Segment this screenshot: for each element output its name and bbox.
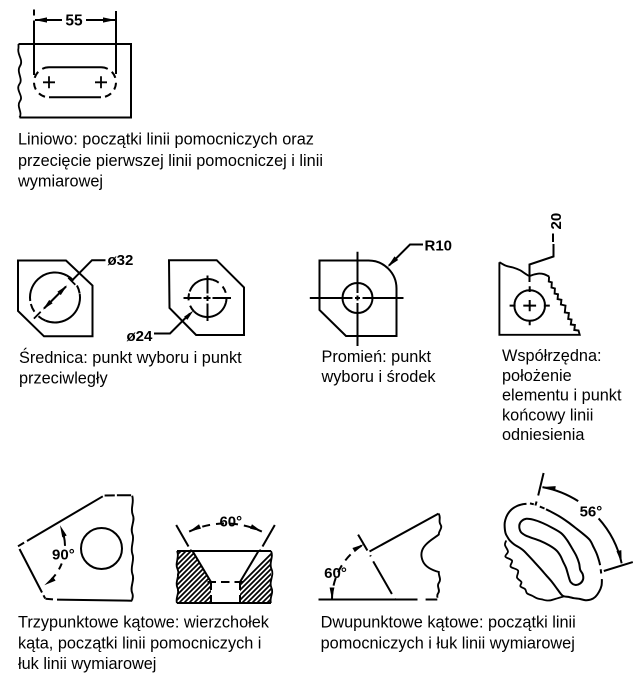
- svg-text:elementu i punkt: elementu i punkt: [502, 387, 622, 405]
- svg-text:ø32: ø32: [108, 252, 134, 269]
- svg-text:przeciwległy: przeciwległy: [19, 370, 109, 388]
- svg-text:Współrzędna:: Współrzędna:: [502, 347, 602, 365]
- svg-text:położenie: położenie: [502, 367, 572, 385]
- svg-text:ø24: ø24: [127, 328, 154, 345]
- svg-text:60°: 60°: [324, 565, 347, 582]
- svg-text:łuk linii wymiarowej: łuk linii wymiarowej: [18, 655, 156, 673]
- svg-text:wymiarowej: wymiarowej: [17, 173, 103, 191]
- svg-text:20: 20: [548, 213, 565, 230]
- svg-text:przecięcie pierwszej linii pom: przecięcie pierwszej linii pomocniczej i…: [18, 152, 323, 170]
- svg-text:Dwupunktowe kątowe: początki l: Dwupunktowe kątowe: początki linii: [321, 613, 576, 631]
- svg-text:60°: 60°: [219, 513, 242, 530]
- svg-text:55: 55: [65, 12, 83, 29]
- svg-text:56°: 56°: [580, 504, 603, 521]
- svg-text:kąta, początki linii pomocnicz: kąta, początki linii pomocniczych i: [18, 634, 261, 652]
- svg-text:90°: 90°: [52, 546, 75, 563]
- svg-text:wyboru i środek: wyboru i środek: [321, 368, 437, 386]
- svg-text:odniesienia: odniesienia: [502, 426, 585, 444]
- svg-text:Liniowo: początki linii pomocn: Liniowo: początki linii pomocniczych ora…: [18, 130, 314, 148]
- svg-text:Promień: punkt: Promień: punkt: [322, 348, 432, 366]
- svg-text:pomocniczych i łuk linii wymia: pomocniczych i łuk linii wymiarowej: [321, 634, 575, 652]
- svg-text:Średnica: punkt wyboru i punkt: Średnica: punkt wyboru i punkt: [19, 348, 242, 367]
- svg-text:R10: R10: [425, 238, 453, 255]
- svg-text:Trzypunktowe kątowe: wierzchoł: Trzypunktowe kątowe: wierzchołek: [18, 613, 270, 631]
- svg-text:końcowy linii: końcowy linii: [502, 407, 593, 425]
